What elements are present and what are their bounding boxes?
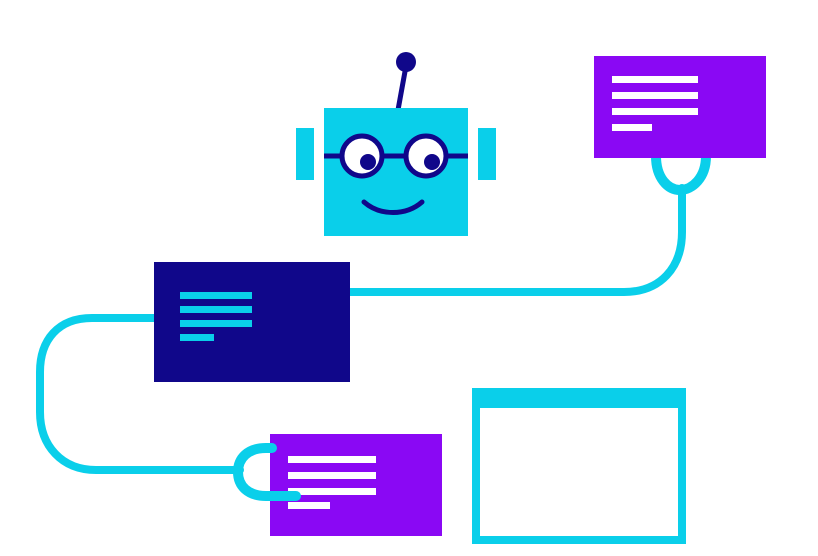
browser-window-icon: [472, 388, 686, 544]
text-line: [288, 456, 376, 463]
robot-antenna-tip: [396, 52, 416, 72]
message-card-bottom: [270, 434, 442, 536]
text-line: [612, 92, 698, 99]
window-frame: [472, 388, 686, 544]
robot-head: [324, 108, 468, 236]
text-line: [288, 472, 376, 479]
text-line: [180, 320, 252, 327]
chat-card-icon: [594, 56, 766, 158]
robot-icon: [296, 52, 496, 236]
chat-card-icon: [270, 434, 442, 536]
glasses-lens-right: [403, 133, 449, 179]
message-card-top-right: [594, 56, 766, 158]
glasses-lens-left: [339, 133, 385, 179]
text-line: [612, 124, 652, 131]
robot-pupil-right: [424, 154, 440, 170]
robot-antenna: [395, 63, 409, 113]
chat-card-icon: [154, 262, 350, 382]
text-line: [612, 108, 698, 115]
connector-hook-bottom: [232, 443, 301, 501]
text-line: [288, 488, 376, 495]
window-title-bar: [476, 392, 682, 408]
text-line: [180, 334, 214, 341]
robot-smile: [361, 199, 425, 215]
connector-hook-top: [651, 125, 711, 196]
text-line: [180, 306, 252, 313]
text-line: [180, 292, 252, 299]
connector-cable: [346, 184, 686, 296]
text-line: [288, 502, 330, 509]
connector-cable-left-loop: [36, 314, 244, 474]
robot-ear-left: [296, 128, 314, 180]
robot-ear-right: [478, 128, 496, 180]
robot-pupil-left: [360, 154, 376, 170]
text-line: [612, 76, 698, 83]
